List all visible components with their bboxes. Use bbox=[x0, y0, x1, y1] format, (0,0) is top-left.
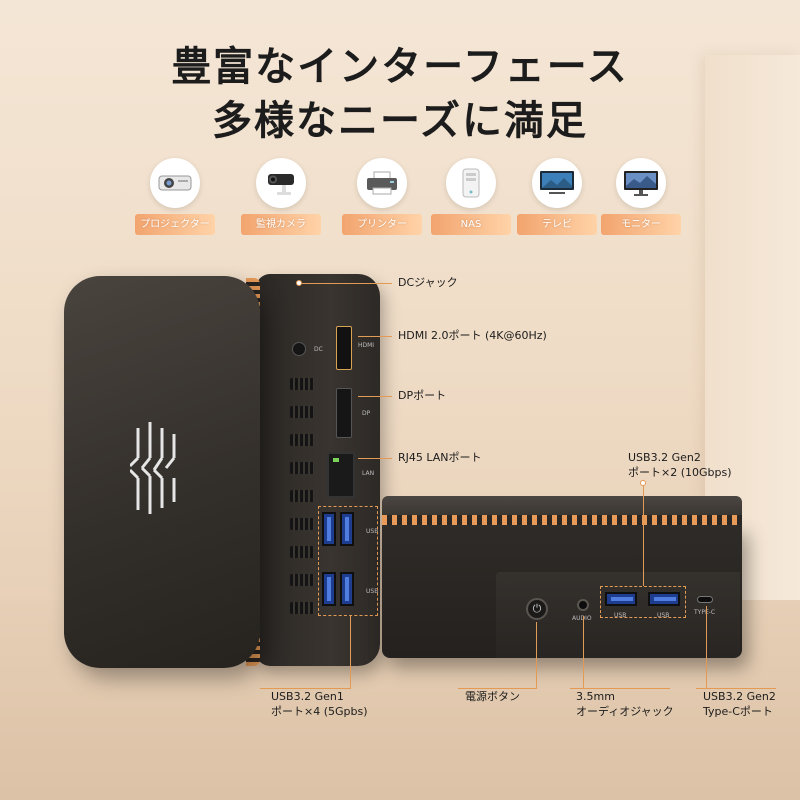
device-tv: テレビ bbox=[512, 158, 602, 235]
typec-leader-line bbox=[706, 606, 707, 688]
device-label: テレビ bbox=[517, 214, 597, 235]
usb-port-marking: USB bbox=[614, 612, 627, 619]
dp-port-marking: DP bbox=[362, 410, 371, 417]
power-button-icon: ⏻ bbox=[526, 598, 548, 620]
audio-leader-line bbox=[583, 616, 584, 688]
dc-jack-callout: DCジャック bbox=[398, 276, 458, 289]
power-button-callout: 電源ボタン bbox=[465, 690, 520, 703]
usb-gen1-port-2 bbox=[340, 512, 354, 546]
rj45-lan-port bbox=[327, 452, 355, 498]
device-label: プロジェクター bbox=[135, 214, 215, 235]
lan-leader-line bbox=[358, 458, 392, 459]
usb-gen1-callout-line1: USB3.2 Gen1 bbox=[271, 690, 344, 703]
dc-leader-line bbox=[300, 283, 392, 284]
tower-vent bbox=[290, 574, 314, 586]
dp-callout: DPポート bbox=[398, 389, 447, 402]
device-nas: NAS bbox=[426, 158, 516, 235]
tower-vent bbox=[290, 378, 314, 390]
hdmi-port bbox=[336, 326, 352, 370]
tower-vent bbox=[290, 406, 314, 418]
tower-vent bbox=[290, 546, 314, 558]
typec-port-marking: TYPE-C bbox=[694, 609, 716, 616]
usb-gen2-callout-line2: ポート×2 (10Gbps) bbox=[628, 466, 732, 479]
tower-vent bbox=[290, 434, 314, 446]
monitor-icon bbox=[616, 158, 666, 208]
device-label: プリンター bbox=[342, 214, 422, 235]
usb-gen2-callout-line1: USB3.2 Gen2 bbox=[628, 451, 701, 464]
printer-icon bbox=[357, 158, 407, 208]
audio-leader-base bbox=[570, 688, 670, 689]
hdmi-callout: HDMI 2.0ポート (4K@60Hz) bbox=[398, 329, 547, 342]
desktop-pc-heat-fins bbox=[382, 515, 742, 525]
device-printer: プリンター bbox=[337, 158, 427, 235]
tower-vent bbox=[290, 462, 314, 474]
usb-gen1-leader-line bbox=[350, 616, 351, 688]
device-label: 監視カメラ bbox=[241, 214, 321, 235]
compatible-devices-row: プロジェクター 監視カメラ プリンター NAS テレビ モニター bbox=[0, 158, 800, 238]
dc-port-marking: DC bbox=[314, 346, 323, 353]
dc-leader-dot bbox=[296, 280, 302, 286]
usb-gen2-leader-dot bbox=[640, 480, 646, 486]
tower-pc-front-panel bbox=[64, 276, 260, 668]
lan-port-marking: LAN bbox=[362, 470, 375, 477]
lan-callout: RJ45 LANポート bbox=[398, 451, 482, 464]
usb-gen1-leader-base bbox=[260, 688, 351, 689]
usb-gen1-port-4 bbox=[340, 572, 354, 606]
audio-callout-line2: オーディオジャック bbox=[576, 705, 674, 718]
typec-callout-line1: USB3.2 Gen2 bbox=[703, 690, 776, 703]
hdmi-leader-line bbox=[358, 336, 392, 337]
desktop-pc-top bbox=[382, 496, 742, 518]
usb-gen1-port-1 bbox=[322, 512, 336, 546]
usb-gen2-port-2 bbox=[648, 592, 680, 606]
security-camera-icon bbox=[256, 158, 306, 208]
audio-callout-line1: 3.5mm bbox=[576, 690, 615, 703]
tower-vent bbox=[290, 602, 314, 614]
power-leader-base bbox=[458, 688, 537, 689]
hdmi-port-marking: HDMI bbox=[358, 342, 375, 349]
device-security-camera: 監視カメラ bbox=[236, 158, 326, 235]
usb-gen2-highlight bbox=[600, 586, 686, 618]
usb-port-marking: USB bbox=[657, 612, 670, 619]
tower-vent bbox=[290, 518, 314, 530]
usb-gen1-callout-line2: ポート×4 (5Gpbs) bbox=[271, 705, 368, 718]
nas-icon bbox=[446, 158, 496, 208]
typec-leader-base bbox=[696, 688, 776, 689]
displayport-port bbox=[336, 388, 352, 438]
typec-callout-line2: Type-Cポート bbox=[703, 705, 773, 718]
device-label: NAS bbox=[431, 214, 511, 235]
headline-line1: 豊富なインターフェース bbox=[171, 44, 629, 90]
usb-gen1-port-3 bbox=[322, 572, 336, 606]
headline-line2: 多様なニーズに満足 bbox=[212, 98, 588, 144]
usb-gen1-highlight bbox=[318, 506, 378, 616]
audio-port-marking: AUDIO bbox=[572, 615, 592, 622]
device-label: モニター bbox=[601, 214, 681, 235]
brand-logo bbox=[128, 418, 182, 518]
device-projector: プロジェクター bbox=[130, 158, 220, 235]
dp-leader-line bbox=[358, 396, 392, 397]
usb-gen2-leader-line bbox=[643, 482, 644, 586]
dc-jack-port bbox=[292, 342, 306, 356]
power-leader-line bbox=[536, 622, 537, 688]
lan-led-indicator bbox=[333, 458, 339, 462]
audio-jack-port bbox=[577, 599, 589, 611]
tower-vent bbox=[290, 490, 314, 502]
device-monitor: モニター bbox=[596, 158, 686, 235]
type-c-port bbox=[697, 596, 713, 603]
tv-icon bbox=[532, 158, 582, 208]
projector-icon bbox=[150, 158, 200, 208]
usb-port-marking: USB bbox=[366, 528, 379, 535]
usb-gen2-port-1 bbox=[605, 592, 637, 606]
usb-port-marking: USB bbox=[366, 588, 379, 595]
